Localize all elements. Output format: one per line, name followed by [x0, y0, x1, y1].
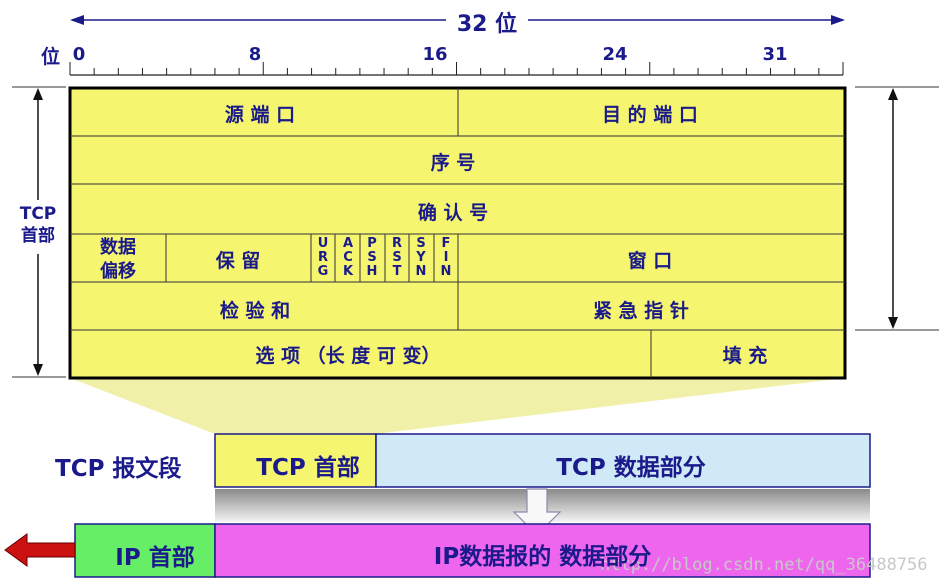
tcp-header-side-line2: 首部	[21, 226, 55, 246]
bit-tick-0: 0	[72, 44, 86, 65]
bit-tick-8: 8	[248, 44, 262, 65]
ip-datagram-bar	[74, 523, 871, 578]
source-port-field: 源 端 口	[225, 103, 295, 126]
bit-tick-16: 16	[422, 44, 448, 65]
ack-number-field: 确 认 号	[418, 201, 488, 224]
padding-field: 填 充	[723, 344, 768, 367]
red-left-arrow-icon	[4, 533, 76, 567]
window-field: 窗 口	[628, 249, 673, 272]
bit-tick-24: 24	[602, 44, 628, 65]
bit-label: 位	[41, 46, 61, 68]
tcp-header-side-line1: TCP	[19, 204, 57, 224]
width-label: 32 位	[456, 12, 518, 37]
bit-ruler	[69, 62, 844, 76]
width-arrow	[70, 15, 845, 25]
checksum-field: 检 验 和	[220, 299, 290, 322]
watermark: http://blog.csdn.net/qq_36488756	[600, 555, 928, 575]
tcp-segment-label: TCP 报文段	[55, 456, 182, 482]
options-field: 选 项 （长 度 可 变）	[255, 344, 440, 367]
tcp-segment-bar	[214, 433, 871, 488]
data-offset-label-line2: 偏移	[100, 260, 136, 282]
sequence-number-field: 序 号	[431, 151, 476, 174]
tcp-segment-data: TCP 数据部分	[556, 455, 706, 481]
destination-port-field: 目 的 端 口	[602, 103, 698, 126]
urgent-pointer-field: 紧 急 指 针	[593, 299, 689, 322]
reserved-field: 保 留	[215, 249, 261, 272]
bit-tick-31: 31	[762, 44, 788, 65]
fixed-header-height-arrow	[855, 86, 939, 331]
tcp-header-height-arrow	[12, 86, 66, 378]
header-funnel	[70, 378, 845, 434]
tcp-segment-header: TCP 首部	[256, 455, 360, 481]
ip-datagram-data: IP数据报的 数据部分	[433, 544, 652, 570]
ip-header: IP 首部	[115, 545, 195, 571]
data-offset-label-line1: 数据	[100, 236, 136, 258]
tcp-header-side-label: TCP 首部	[10, 203, 66, 247]
